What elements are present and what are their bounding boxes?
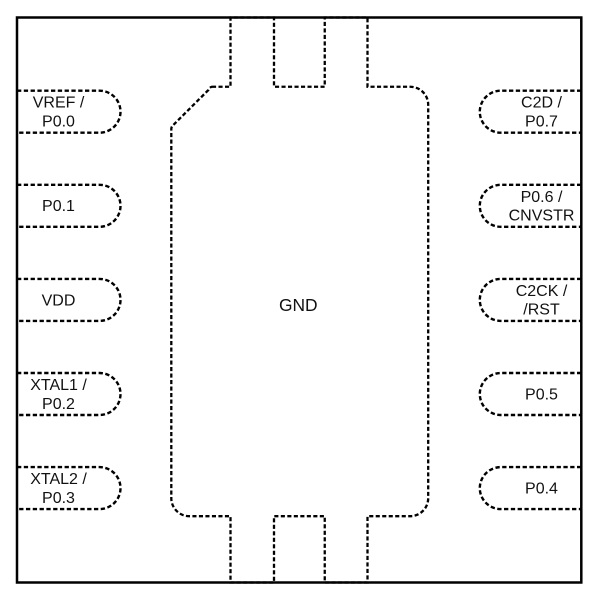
svg-text:P0.2: P0.2 (42, 396, 75, 413)
svg-text:P0.0: P0.0 (42, 114, 75, 131)
svg-text:C2D /: C2D / (521, 95, 562, 112)
svg-text:P0.6 /: P0.6 / (521, 189, 563, 206)
svg-text:P0.1: P0.1 (42, 198, 75, 215)
svg-text:P0.5: P0.5 (525, 386, 558, 403)
svg-text:P0.3: P0.3 (42, 490, 75, 507)
svg-text:P0.7: P0.7 (525, 114, 558, 131)
svg-text:XTAL1 /: XTAL1 / (30, 377, 87, 394)
svg-text:CNVSTR: CNVSTR (509, 208, 575, 225)
svg-text:C2CK /: C2CK / (516, 283, 568, 300)
svg-text:XTAL2 /: XTAL2 / (30, 471, 87, 488)
svg-text:VREF /: VREF / (33, 95, 85, 112)
svg-text:VDD: VDD (42, 292, 76, 309)
svg-text:GND: GND (279, 295, 318, 315)
svg-text:/RST: /RST (523, 302, 560, 319)
svg-text:P0.4: P0.4 (525, 481, 558, 498)
